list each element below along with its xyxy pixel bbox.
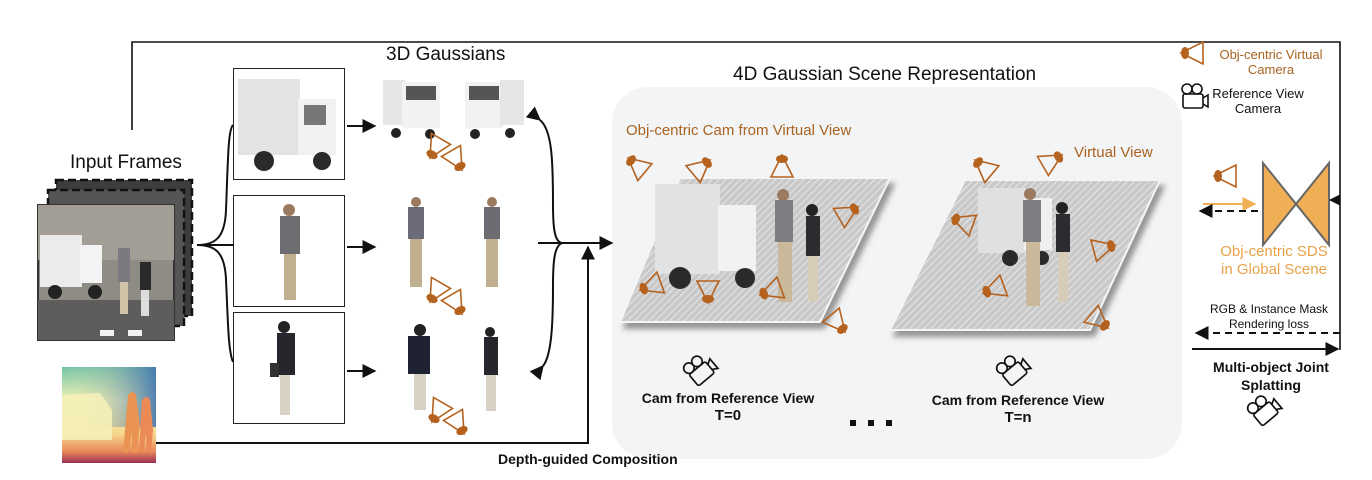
legend-virtual-camera-line2: Camera: [1247, 62, 1295, 77]
depth-composition-line: [156, 245, 595, 444]
truck-gaussian-left: [383, 80, 440, 139]
woman-gaussian-right: [484, 327, 498, 411]
splatting-label-line1: Multi-object Joint: [1213, 359, 1329, 375]
scene-4d-title: 4D Gaussian Scene Representation: [733, 64, 1037, 85]
man-gaussian-left: [408, 197, 424, 287]
legend-reference-camera-line1: Reference View: [1212, 86, 1304, 101]
woman-image: [270, 321, 295, 415]
truck-crop-box: [233, 68, 345, 180]
gaussians-3d-label: 3D Gaussians: [386, 44, 506, 65]
truck-image: [238, 79, 336, 171]
man-gaussian-right: [484, 197, 500, 287]
reference-camera-icon: [993, 349, 1033, 388]
input-frames-label: Input Frames: [70, 152, 182, 173]
depth-map-image: [62, 367, 156, 463]
woman-gaussian-left: [408, 324, 430, 410]
man-image: [280, 204, 300, 300]
sds-label: Obj-centric SDS in Global Scene: [1206, 243, 1342, 279]
feedback-loop-line: [131, 41, 1341, 350]
obj-centric-cam-label: Obj-centric Cam from Virtual View: [626, 122, 852, 139]
legend-reference-camera: Reference View Camera: [1208, 86, 1308, 116]
cam-ref-tn-line2: T=n: [1004, 409, 1032, 426]
merge-brace: [525, 106, 614, 381]
cam-ref-tn-line1: Cam from Reference View: [931, 392, 1105, 408]
sds-label-line1: Obj-centric SDS: [1220, 243, 1328, 260]
legend-virtual-camera: Obj-centric Virtual Camera: [1206, 47, 1336, 77]
loss-label: RGB & Instance Mask Rendering loss: [1196, 302, 1342, 332]
woman-crop-box: [233, 312, 345, 424]
splatting-camera-icon: [1244, 389, 1284, 428]
split-brace: [196, 124, 234, 363]
legend-virtual-camera-line1: Obj-centric Virtual: [1219, 47, 1323, 62]
scene-t0-objects: [655, 184, 820, 302]
virtual-view-label: Virtual View: [1074, 144, 1153, 161]
ellipsis-dots: [850, 420, 892, 426]
cam-ref-t0-line1: Cam from Reference View: [641, 390, 815, 406]
loss-label-line2: Rendering loss: [1228, 317, 1310, 331]
splatting-label: Multi-object Joint Splatting: [1196, 358, 1346, 394]
reference-camera-icon: [680, 349, 720, 388]
truck-gaussian-right: [465, 80, 524, 139]
cam-ref-tn-label: Cam from Reference View T=n: [918, 392, 1118, 426]
cam-ref-t0-label: Cam from Reference View T=0: [628, 390, 828, 424]
input-frames-stack: [37, 178, 194, 341]
legend-reference-camera-line2: Camera: [1234, 101, 1282, 116]
depth-guided-label: Depth-guided Composition: [498, 451, 678, 467]
sds-model-icon: [1262, 160, 1330, 248]
splatting-label-line2: Splatting: [1241, 377, 1301, 393]
legend-reference-camera-icon: [1181, 83, 1209, 109]
sds-label-line2: in Global Scene: [1221, 261, 1327, 278]
man-crop-box: [233, 195, 345, 307]
loss-label-line1: RGB & Instance Mask: [1209, 302, 1329, 316]
cam-ref-t0-line2: T=0: [714, 407, 742, 424]
scene-tn-objects: [978, 188, 1070, 306]
